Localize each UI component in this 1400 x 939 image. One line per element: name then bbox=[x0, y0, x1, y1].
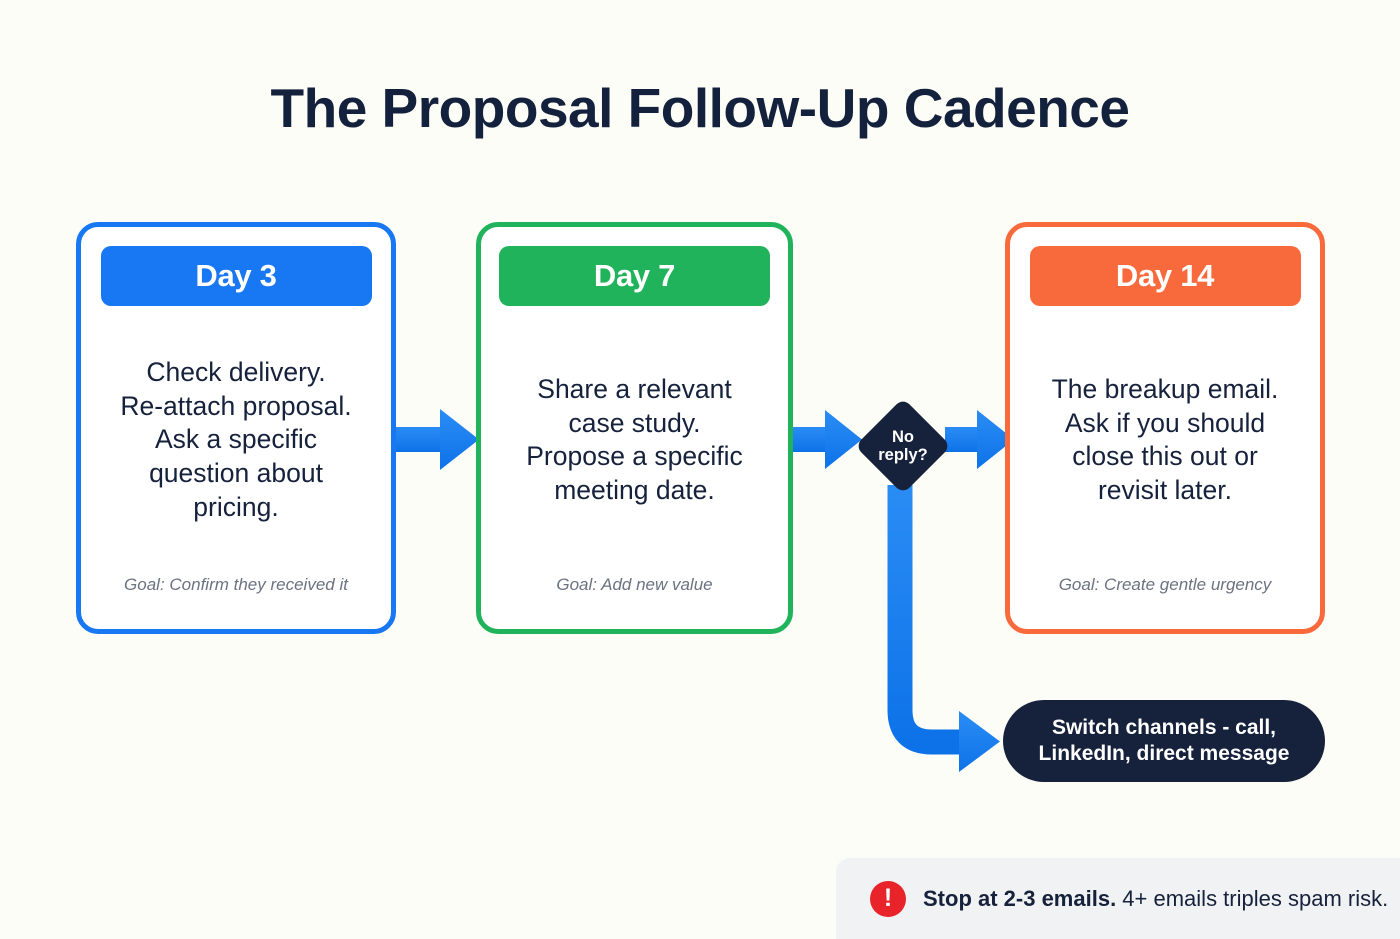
stage-header-day-14: Day 14 bbox=[1029, 246, 1301, 306]
warning-text: Stop at 2-3 emails. 4+ emails triples sp… bbox=[923, 885, 1388, 913]
arrow-day7-to-decision bbox=[793, 410, 862, 469]
arrow-decision-to-switch-channels bbox=[887, 485, 1000, 772]
stage-body-day-14: The breakup email. Ask if you should clo… bbox=[1026, 306, 1304, 575]
stage-body-day-7: Share a relevant case study. Propose a s… bbox=[497, 306, 772, 575]
stage-goal-day-14: Goal: Create gentle urgency bbox=[1058, 574, 1272, 594]
warning-text-bold: Stop at 2-3 emails. bbox=[923, 885, 1117, 911]
decision-node-no-reply[interactable]: No reply? bbox=[854, 397, 952, 495]
stage-body-text-day-3: Check delivery. Re-attach proposal. Ask … bbox=[120, 357, 352, 522]
stage-header-day-7: Day 7 bbox=[499, 246, 770, 306]
stage-card-day-7[interactable]: Day 7 Share a relevant case study. Propo… bbox=[476, 222, 793, 634]
stage-card-day-3[interactable]: Day 3 Check delivery. Re-attach proposal… bbox=[76, 222, 396, 634]
warning-banner: ! Stop at 2-3 emails. 4+ emails triples … bbox=[836, 858, 1400, 939]
stage-goal-day-7: Goal: Add new value bbox=[556, 574, 713, 594]
arrow-day3-to-day7 bbox=[396, 409, 479, 470]
stage-body-text-day-14: The breakup email. Ask if you should clo… bbox=[1051, 374, 1279, 505]
stage-goal-day-3: Goal: Confirm they received it bbox=[124, 574, 348, 594]
page-title: The Proposal Follow-Up Cadence bbox=[270, 77, 1130, 139]
warning-text-rest: 4+ emails triples spam risk. bbox=[1116, 885, 1389, 911]
stage-header-day-3: Day 3 bbox=[100, 246, 372, 306]
switch-channels-node[interactable]: Switch channels - call, LinkedIn, direct… bbox=[1003, 700, 1325, 782]
stage-body-day-3: Check delivery. Re-attach proposal. Ask … bbox=[97, 306, 375, 575]
arrow-decision-to-day14 bbox=[945, 410, 1014, 469]
stage-card-day-14[interactable]: Day 14 The breakup email. Ask if you sho… bbox=[1005, 222, 1325, 634]
alert-exclamation-icon: ! bbox=[870, 880, 906, 917]
stage-body-text-day-7: Share a relevant case study. Propose a s… bbox=[526, 374, 743, 505]
decision-node-label: No reply? bbox=[878, 427, 928, 464]
